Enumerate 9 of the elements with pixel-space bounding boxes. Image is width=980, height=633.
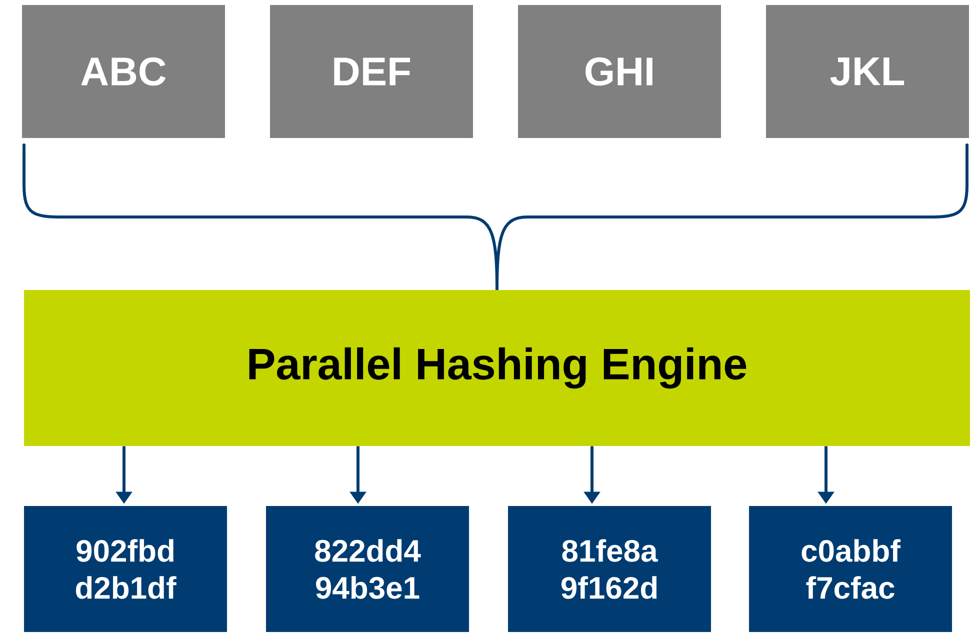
output-box: 822dd4 94b3e1: [266, 506, 469, 632]
output-box: c0abbf f7cfac: [749, 506, 952, 632]
input-box: DEF: [270, 5, 473, 138]
output-box: 902fbd d2b1df: [24, 506, 227, 632]
input-box: GHI: [518, 5, 721, 138]
input-box: ABC: [22, 5, 225, 138]
input-box: JKL: [766, 5, 969, 138]
engine-box: Parallel Hashing Engine: [24, 290, 970, 446]
output-box: 81fe8a 9f162d: [508, 506, 711, 632]
